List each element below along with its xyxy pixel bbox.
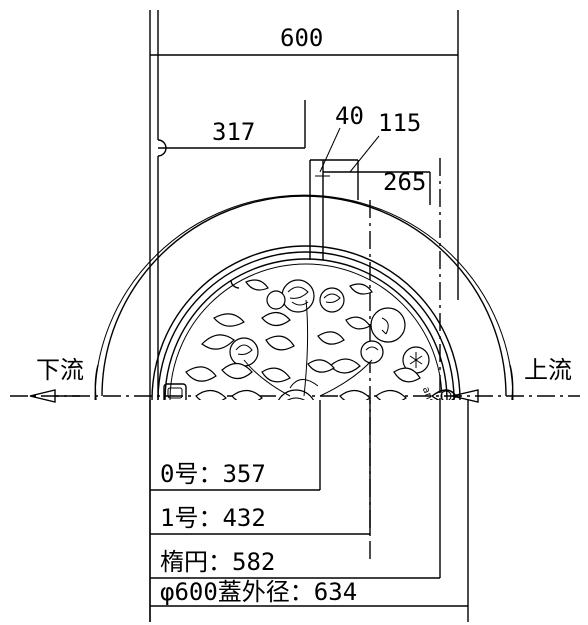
leaves bbox=[185, 279, 421, 400]
rose-pattern: ansui bbox=[163, 279, 457, 415]
vent-mark bbox=[163, 383, 187, 400]
size-row-0: 0号：357 bbox=[160, 460, 266, 488]
dimension-callouts: 40 115 265 bbox=[309, 102, 441, 560]
dimension-40-label: 40 bbox=[335, 102, 364, 130]
manhole-cover: ansui bbox=[151, 245, 461, 415]
svg-text:楕円：582: 楕円：582 bbox=[160, 548, 275, 576]
svg-text:1号：432: 1号：432 bbox=[160, 504, 266, 532]
dimension-317-label: 317 bbox=[212, 118, 255, 146]
upstream-label: 上流 bbox=[524, 356, 572, 384]
downstream-label: 下流 bbox=[36, 356, 84, 384]
svg-text:0号：357: 0号：357 bbox=[160, 460, 266, 488]
dimension-317: 317 bbox=[158, 100, 306, 149]
dimension-115-label: 115 bbox=[378, 109, 421, 137]
svg-text:上流: 上流 bbox=[524, 356, 572, 384]
svg-text:φ600蓋外径：634: φ600蓋外径：634 bbox=[160, 578, 357, 606]
hinge-mark bbox=[430, 389, 457, 400]
size-row-2: 楕円：582 bbox=[160, 548, 275, 576]
svg-text:下流: 下流 bbox=[36, 356, 84, 384]
cover-brand-text: ansui bbox=[420, 386, 440, 415]
outer-arcs bbox=[94, 194, 514, 401]
size-table: 0号：357 1号：432 楕円：582 φ600蓋外径：634 bbox=[149, 400, 469, 622]
dimension-600: 600 bbox=[150, 24, 458, 56]
size-row-3: φ600蓋外径：634 bbox=[160, 578, 357, 606]
size-row-1: 1号：432 bbox=[160, 504, 266, 532]
dimension-600-label: 600 bbox=[280, 24, 323, 52]
stems bbox=[243, 299, 373, 397]
rose-1 bbox=[281, 279, 315, 313]
